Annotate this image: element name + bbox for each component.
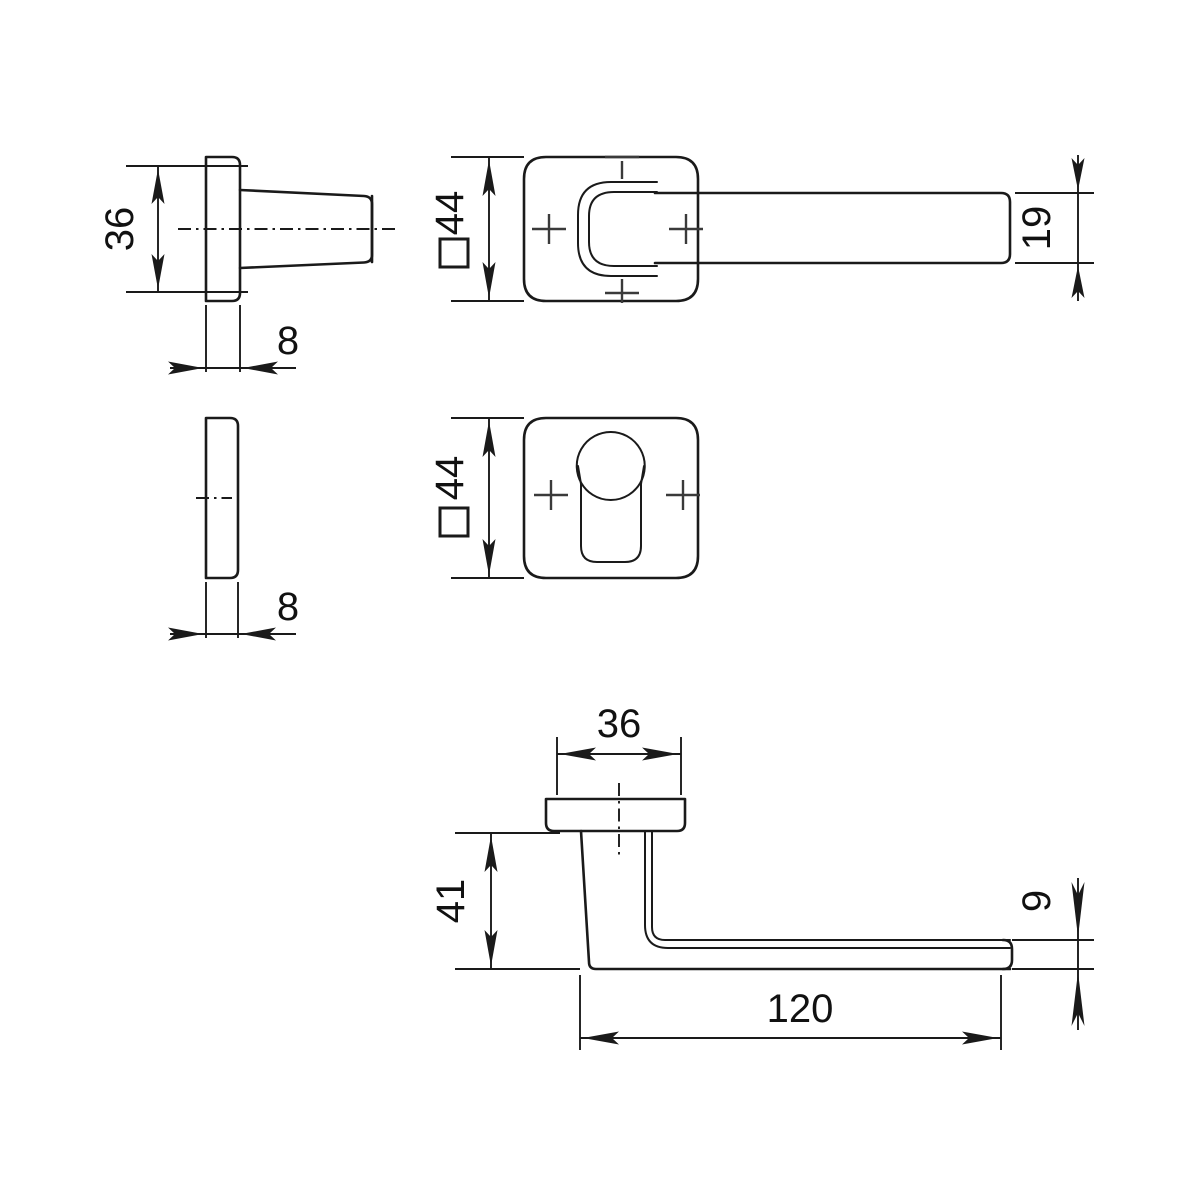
- dim-36-bottom: 36: [556, 702, 682, 795]
- view-escutcheon-front: 44 19: [428, 155, 1094, 303]
- dim-8b-arrow-left: [168, 627, 203, 641]
- lever-rose-plate: [544, 797, 687, 833]
- dim-8-mid-left: 8: [168, 582, 299, 641]
- dim-44-arrow-bottom: [482, 262, 496, 298]
- dim-8b-label: 8: [277, 585, 299, 629]
- dim-41-bottom: 41: [429, 832, 580, 970]
- dim-41-arrow-bottom: [484, 930, 498, 966]
- dim-36b-label: 36: [597, 702, 642, 746]
- keyhole-cutout-circle: [575, 431, 646, 501]
- dim-9-label: 9: [1015, 890, 1059, 912]
- lever-end-cap: [1001, 938, 1014, 971]
- keyhole-cutout-waist: [577, 465, 645, 485]
- dim-44b-arrow-top: [482, 421, 496, 457]
- dim-120-arrow-right: [962, 1031, 998, 1045]
- lever-inner-contour-2: [651, 830, 1011, 941]
- keyhole-escutcheon-outline: [522, 416, 700, 580]
- lever-arm-profile: [653, 191, 1012, 265]
- dim-44-top-mid: 44: [428, 156, 524, 302]
- rose-plate-profile: [204, 155, 242, 303]
- dim-44b-arrow-bottom: [482, 539, 496, 575]
- dim-9-bottom-right: 9: [1012, 878, 1094, 1030]
- cross-mark-left: [532, 214, 566, 244]
- view-plate-edge: 8: [168, 416, 299, 641]
- cross-mark-bottom: [605, 279, 639, 303]
- dim-44-mid: 44: [428, 417, 524, 579]
- dim-44-label: 44: [428, 191, 472, 236]
- dim-8-label: 8: [277, 319, 299, 363]
- dim-36b-arrow-right: [642, 747, 678, 761]
- dim-120-bottom: 120: [579, 975, 1002, 1050]
- dim-44b-label: 44: [428, 456, 472, 501]
- cross-mark-right-2: [666, 480, 700, 510]
- dim-36-top-left: 36: [98, 165, 248, 293]
- lever-collar-outer: [577, 181, 658, 277]
- square-symbol-icon: [438, 237, 470, 269]
- view-rosette-side: 36 8: [98, 155, 398, 375]
- dim-120-label: 120: [767, 987, 834, 1031]
- lever-outer-contour: [579, 829, 1012, 971]
- square-symbol-icon-2: [438, 506, 470, 538]
- dim-44-arrow-top: [482, 160, 496, 196]
- view-keyhole-escutcheon: 44: [428, 416, 700, 580]
- dim-8b-arrow-right: [241, 627, 276, 641]
- dim-120-arrow-left: [583, 1031, 619, 1045]
- dim-36-arrow-top: [151, 169, 165, 204]
- dim-36-arrow-bottom: [151, 254, 165, 289]
- keyhole-plate-center-marks: [534, 480, 700, 510]
- cross-mark-left-2: [534, 480, 568, 510]
- dim-19-label: 19: [1015, 206, 1059, 251]
- dim-8-arrow-right: [243, 361, 278, 375]
- dim-19-arrow-bottom: [1071, 266, 1085, 298]
- dim-36-label: 36: [98, 207, 142, 252]
- cross-mark-center: [669, 214, 703, 244]
- view-lever-side: 36 41 9 120: [429, 702, 1094, 1050]
- plate-edge-profile: [204, 416, 240, 580]
- dim-36b-arrow-left: [560, 747, 596, 761]
- keyhole-cutout-body: [580, 483, 642, 563]
- dim-9-arrow-top: [1071, 882, 1085, 937]
- dim-8-arrow-left: [168, 361, 203, 375]
- dim-41-arrow-top: [484, 836, 498, 872]
- dim-19-arrow-top: [1071, 158, 1085, 190]
- dim-19-top-right: 19: [1015, 155, 1094, 301]
- lever-collar-inner: [588, 191, 658, 267]
- lever-inner-contour: [644, 830, 1011, 949]
- dim-9-arrow-bottom: [1071, 972, 1085, 1026]
- plate-center-marks: [532, 155, 703, 303]
- dim-41-label: 41: [429, 879, 473, 924]
- escutcheon-plate-outline: [522, 155, 700, 303]
- cross-mark-top: [605, 155, 639, 179]
- dim-8-top-left: 8: [168, 305, 299, 375]
